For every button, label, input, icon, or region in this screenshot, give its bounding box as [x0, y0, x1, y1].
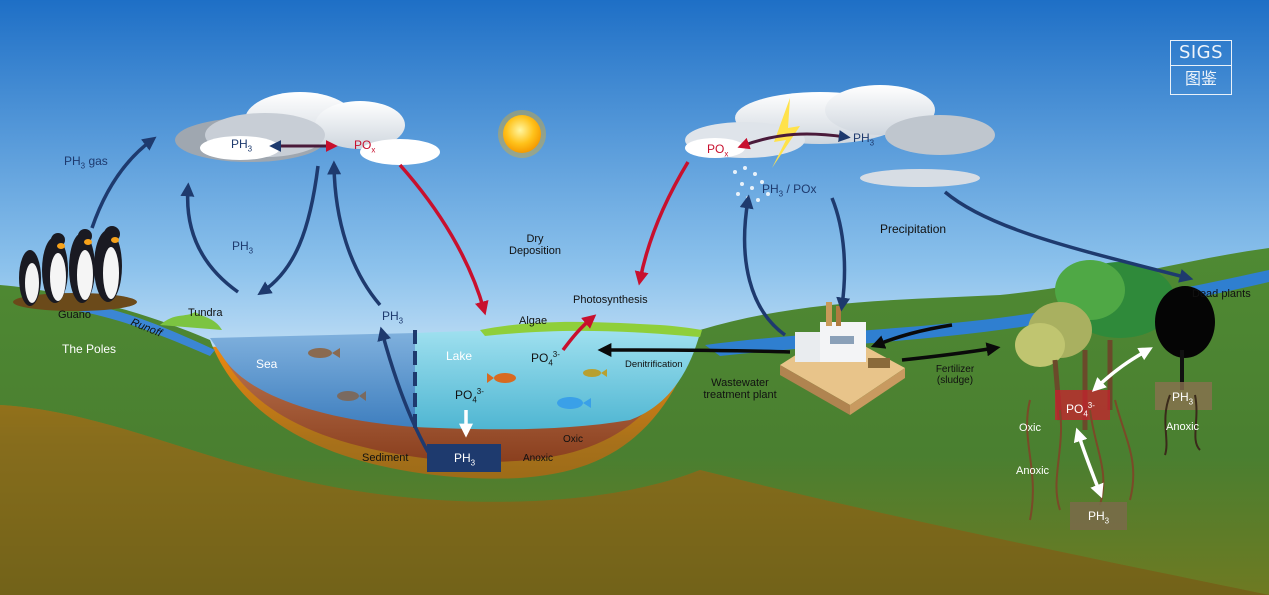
label-lake: Lake [446, 349, 473, 363]
arrow-right-deposition [634, 161, 690, 286]
label-ph3-left-cloud: PH3 [231, 137, 253, 154]
label-ph3-dead: PH3 [1172, 390, 1194, 407]
label-oxic-roots: Oxic [1019, 422, 1041, 434]
arrow-roots-dead [1091, 347, 1153, 392]
sun-icon [498, 110, 546, 158]
runoff-stream [60, 300, 215, 356]
white-arrows [459, 347, 1153, 499]
trees-icon [1015, 260, 1175, 521]
arrow-fertilizer [901, 342, 1001, 362]
arrow-rain-down [830, 197, 851, 312]
label-ph3-deep: PH3 [1088, 509, 1110, 526]
sea-water [210, 333, 415, 427]
logo-line1: SIGS [1171, 41, 1231, 66]
dead-tree-icon [1155, 286, 1215, 456]
arrow-river-to-plant [870, 323, 953, 349]
label-tundra: Tundra [188, 307, 223, 319]
label-denitrification: Denitrification [625, 359, 683, 370]
arrow-dry-deposition [398, 163, 489, 316]
label-oxic-lake: Oxic [563, 434, 583, 445]
label-ph3-gas: PH3 gas [64, 154, 108, 171]
deep-ph3-box [1070, 502, 1127, 530]
label-photosynthesis: Photosynthesis [573, 294, 648, 306]
arrow-roots-deep [1073, 427, 1104, 499]
label-ph3-tundra: PH3 [232, 239, 254, 256]
label-po4-surface: PO43- [531, 350, 560, 368]
fish-icon [308, 348, 607, 409]
cloud-right [685, 85, 995, 158]
label-anoxic-dead: Anoxic [1166, 421, 1200, 433]
arrow-precipitation [943, 190, 1194, 283]
arrow-ph3-gas [90, 136, 157, 229]
label-sea: Sea [256, 357, 278, 371]
algae-strip [480, 321, 702, 337]
label-anoxic-lake: Anoxic [523, 453, 554, 464]
navy-arrows [90, 136, 1194, 453]
label-ph3-pox-rain: PH3 / POx [762, 182, 817, 199]
label-dead-plants: Dead plants [1192, 288, 1251, 300]
label-pox-left-cloud: POx [354, 138, 376, 155]
label-ph3-sediment: PH3 [454, 451, 476, 468]
label-pox-right-cloud: POx [707, 142, 729, 159]
lower-soil [0, 405, 1269, 595]
black-arrows [597, 323, 1001, 362]
label-anoxic-roots: Anoxic [1016, 465, 1050, 477]
sediment-ph3-box [427, 444, 501, 472]
arrow-plant-up [739, 194, 787, 337]
arrow-pox-ph3-right [737, 130, 851, 150]
arrow-tundra-up [180, 182, 240, 294]
label-precipitation: Precipitation [880, 222, 947, 236]
cloud-small [860, 169, 980, 187]
sigs-logo: SIGS 图鉴 [1170, 40, 1232, 95]
label-ph3-sea: PH3 [382, 309, 404, 326]
label-fertilizer: Fertilizer(sludge) [935, 364, 975, 386]
label-po4-roots: PO43- [1066, 401, 1095, 419]
logo-line2: 图鉴 [1184, 69, 1217, 88]
label-sediment: Sediment [362, 452, 409, 464]
label-ph3-right-cloud: PH3 [853, 131, 875, 148]
rain-icon [733, 166, 770, 202]
label-po4-lake: PO43- [455, 387, 484, 405]
arrow-photosynthesis [561, 314, 597, 352]
arrow-sediment-up [377, 326, 430, 453]
red-arrows [398, 161, 690, 352]
penguins-icon [13, 226, 137, 311]
lake-water [415, 329, 700, 430]
tundra-grass [160, 312, 222, 330]
wastewater-plant-icon [780, 302, 905, 415]
label-algae: Algae [519, 315, 548, 327]
arrow-denitrification [597, 343, 791, 358]
arrow-cloud-down [257, 165, 320, 296]
arrow-sea-up [327, 160, 382, 307]
label-the-poles: The Poles [62, 342, 117, 356]
label-guano: Guano [58, 309, 92, 321]
